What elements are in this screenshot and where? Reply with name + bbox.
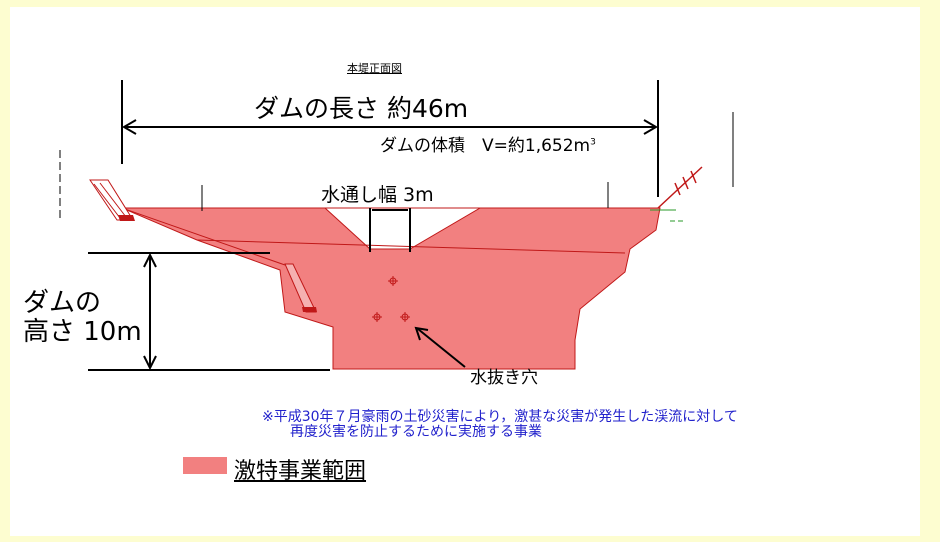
- drain-hole-label: 水抜き穴: [470, 368, 538, 388]
- drain-hole-marks: [372, 276, 410, 322]
- site-reference-lines: [59, 112, 734, 222]
- left-abutment-block: [89, 179, 135, 221]
- drawing-sheet: 本堤正面図 ダムの長さ 約46m ダムの体積 V=約1,652m3 水通し幅 3…: [10, 7, 920, 536]
- legend-label: 激特事業範囲: [234, 459, 367, 484]
- project-note-line2: 再度災害を防止するために実施する事業: [290, 424, 542, 440]
- dam-volume-label: ダムの体積 V=約1,652m3: [380, 138, 596, 155]
- dam-length-label: ダムの長さ 約46m: [254, 94, 469, 123]
- dam-front-elevation: [59, 80, 734, 371]
- legend-swatch: [183, 457, 227, 474]
- length-dimension: [121, 80, 659, 197]
- dam-volume-text: ダムの体積 V=約1,652m: [380, 136, 591, 156]
- dam-volume-unit-superscript: 3: [590, 137, 596, 148]
- drawing-subtitle: 本堤正面図: [347, 62, 402, 75]
- project-note: ※平成30年７月豪雨の土砂災害により，激甚な災害が発生した渓流に対して 再度災害…: [262, 410, 738, 440]
- dam-internal-line: [121, 207, 286, 266]
- project-note-line1: ※平成30年７月豪雨の土砂災害により，激甚な災害が発生した渓流に対して: [262, 409, 738, 425]
- inner-slope-block: [284, 263, 317, 313]
- right-slope-hatch: [657, 166, 703, 209]
- spillway-dimension: [369, 208, 411, 252]
- dam-height-label: ダムの 高さ 10m: [23, 289, 142, 347]
- spillway-width-label: 水通し幅 3m: [321, 184, 434, 206]
- dam-height-label-line1: ダムの: [23, 288, 102, 318]
- dam-body: [121, 207, 661, 370]
- height-dimension: [88, 252, 330, 371]
- dam-height-label-line2: 高さ 10m: [23, 317, 142, 347]
- drain-hole-leader: [414, 326, 466, 368]
